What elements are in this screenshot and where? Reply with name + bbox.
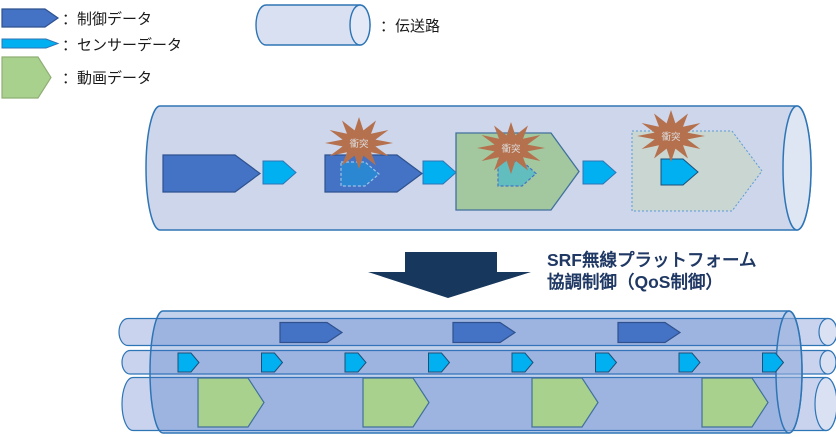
sensor-channel-tube bbox=[121, 349, 836, 375]
sensor-packet bbox=[582, 160, 617, 185]
video-data-icon bbox=[1, 56, 52, 99]
collision-burst: 衝突 bbox=[637, 110, 705, 162]
qos-caption-line2: 協調制御（QoS制御） bbox=[547, 272, 723, 292]
coordinated-channels bbox=[118, 310, 836, 434]
sensor-packet bbox=[422, 160, 457, 185]
collision-burst: 衝突 bbox=[477, 122, 545, 174]
pipe-end-cap bbox=[782, 105, 812, 231]
transmission-path-icon bbox=[255, 4, 371, 46]
collision-label: 衝突 bbox=[349, 138, 369, 150]
video-packet bbox=[455, 132, 580, 211]
control-data-icon bbox=[1, 8, 60, 28]
sensor-data-label: ：センサーデータ bbox=[62, 36, 182, 54]
transmission-path-label: ：伝送路 bbox=[380, 18, 440, 35]
legend: ：制御データ ：センサーデータ ：動画データ ：伝送路 bbox=[1, 4, 440, 99]
collision-label: 衝突 bbox=[501, 143, 521, 155]
video-data-label: ：動画データ bbox=[62, 69, 152, 87]
video-channel-tube bbox=[121, 376, 836, 432]
sensor-packet bbox=[660, 158, 699, 186]
transform-down-arrow bbox=[368, 252, 531, 298]
control-data-label: ：制御データ bbox=[62, 10, 152, 28]
shared-channel-pipe: 衝突 衝突 衝突 bbox=[145, 105, 812, 231]
control-packet bbox=[162, 154, 262, 193]
collision-burst: 衝突 bbox=[325, 117, 393, 169]
collision-label: 衝突 bbox=[661, 131, 681, 143]
pipe-end-cap bbox=[775, 310, 803, 434]
sensor-packet bbox=[262, 160, 297, 185]
tube-end-cap bbox=[818, 317, 836, 347]
tube-end-cap bbox=[819, 349, 836, 375]
qos-caption-line1: SRF無線プラットフォーム bbox=[547, 250, 756, 270]
tube-end-cap bbox=[814, 376, 836, 432]
sensor-data-icon bbox=[1, 38, 60, 49]
